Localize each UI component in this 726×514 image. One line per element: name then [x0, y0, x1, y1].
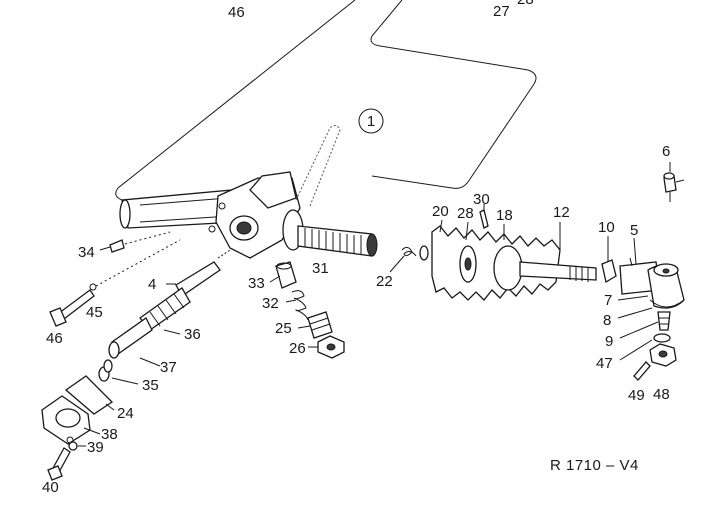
rack-housing: [119, 171, 304, 259]
label-7: 7: [604, 292, 612, 309]
pinion-shaft: [108, 261, 221, 359]
part-22-washer: [419, 245, 429, 261]
label-5: 5: [630, 222, 638, 239]
part-33-plunger: [275, 261, 297, 289]
part-22-spring: [401, 246, 417, 257]
label-24: 24: [117, 405, 134, 422]
part-46-bolt: [49, 289, 95, 327]
part-24-gasket: [64, 375, 114, 415]
assembly-callout-number: 1: [367, 113, 375, 130]
label-46-top: 46: [228, 4, 245, 21]
label-40: 40: [42, 479, 59, 496]
label-37: 37: [160, 359, 177, 376]
label-46: 46: [46, 330, 63, 347]
part-34-bolt: [109, 231, 171, 253]
part-7-ball-joint: [647, 263, 685, 309]
label-39: 39: [87, 439, 104, 456]
part-10-nut: [601, 259, 617, 284]
label-35: 35: [142, 377, 159, 394]
part-6-grease-nipple: [663, 172, 685, 202]
label-49: 49: [628, 387, 645, 404]
label-6: 6: [662, 143, 670, 160]
label-30: 30: [473, 191, 490, 208]
bellows-boot: [431, 225, 561, 301]
label-12: 12: [553, 204, 570, 221]
label-28-top: 28: [517, 0, 534, 8]
label-27: 27: [493, 3, 510, 20]
part-47-washer: [653, 333, 671, 343]
label-47: 47: [596, 355, 613, 372]
leader-4: [217, 249, 231, 259]
part-9-stud: [657, 311, 671, 331]
label-34: 34: [78, 244, 95, 261]
label-22: 22: [376, 273, 393, 290]
leader-45: [95, 239, 181, 287]
label-36: 36: [184, 326, 201, 343]
label-45: 45: [86, 304, 103, 321]
rack-gear-teeth: [297, 225, 378, 257]
label-4: 4: [148, 276, 156, 293]
reference-code: R 1710 – V4: [550, 457, 639, 474]
label-31: 31: [312, 260, 329, 277]
assembly-callout-circle: [358, 108, 384, 134]
part-37-ring: [103, 359, 113, 373]
label-9: 9: [605, 333, 613, 350]
label-33: 33: [248, 275, 265, 292]
label-28: 28: [457, 205, 474, 222]
part-labels: 46 27 28 6 30 20 28 18 12 10 5 34 31 22 …: [42, 0, 670, 496]
part-32-spring: [291, 290, 309, 321]
part-25-adjuster: [307, 311, 333, 339]
label-38: 38: [101, 426, 118, 443]
part-45-washer: [89, 283, 97, 291]
label-8: 8: [603, 312, 611, 329]
sheet-outline: [115, 0, 537, 207]
label-18: 18: [496, 207, 513, 224]
part-49-cotter-pin: [633, 361, 651, 381]
leader-lines: [78, 204, 659, 447]
part-30-clip: [479, 209, 489, 229]
label-10: 10: [598, 219, 615, 236]
label-25: 25: [275, 320, 292, 337]
part-48-castle-nut: [649, 343, 677, 367]
label-20: 20: [432, 203, 449, 220]
label-26: 26: [289, 340, 306, 357]
part-12-tie-rod: [519, 261, 597, 282]
part-39-washer: [68, 441, 78, 451]
label-48: 48: [653, 386, 670, 403]
label-32: 32: [262, 295, 279, 312]
part-26-nut: [317, 335, 345, 359]
part-40-bolt: [47, 447, 71, 481]
rack-shaft-ghost: [295, 124, 341, 207]
